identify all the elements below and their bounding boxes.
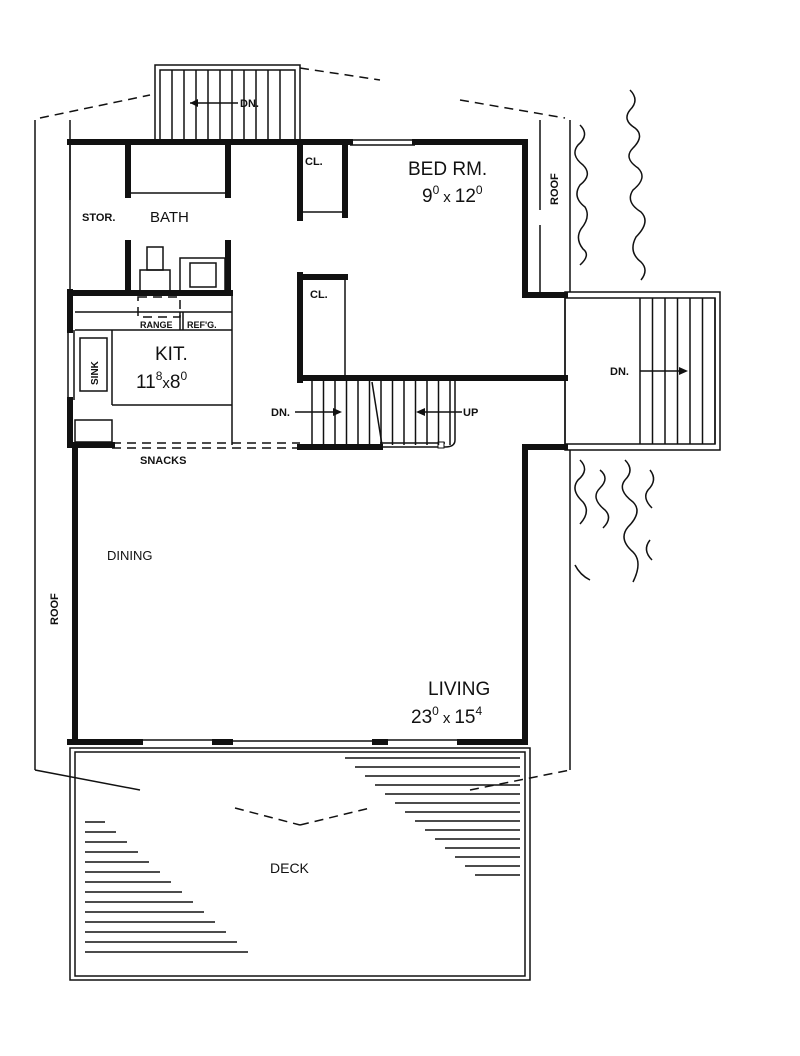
storage-label: STOR. xyxy=(82,212,115,224)
svg-text:118x80: 118x80 xyxy=(136,369,188,393)
deck-label: DECK xyxy=(270,860,310,876)
svg-text:KIT.: KIT. xyxy=(155,344,188,365)
svg-text:BED RM.: BED RM. xyxy=(408,159,487,180)
roof-right-label: ROOF xyxy=(549,173,561,205)
roof-left-label: ROOF xyxy=(49,593,61,625)
sink-label: SINK xyxy=(90,360,101,385)
dining-label: DINING xyxy=(107,548,153,563)
top-stair: DN. xyxy=(154,64,301,143)
stair-down-label: DN. xyxy=(271,407,290,419)
vegetation xyxy=(574,89,655,583)
bath-label: BATH xyxy=(150,209,189,226)
stair-up-label: UP xyxy=(463,407,478,419)
closet-upper-label: CL. xyxy=(305,156,323,168)
kitchen-label: KIT. 118x80 xyxy=(136,344,188,393)
main-stair xyxy=(295,380,462,446)
range-label: RANGE xyxy=(140,320,173,330)
refrigerator-label: REF'G. xyxy=(187,320,217,330)
closet-lower-label: CL. xyxy=(310,289,328,301)
snacks-label: SNACKS xyxy=(140,455,186,467)
deck xyxy=(69,747,531,981)
svg-text:LIVING: LIVING xyxy=(428,679,490,700)
side-stair xyxy=(564,291,721,451)
walls xyxy=(67,139,568,745)
kitchen-fixtures xyxy=(67,295,300,449)
top-stair-label: DN. xyxy=(240,98,259,110)
side-stair-label: DN. xyxy=(610,366,629,378)
